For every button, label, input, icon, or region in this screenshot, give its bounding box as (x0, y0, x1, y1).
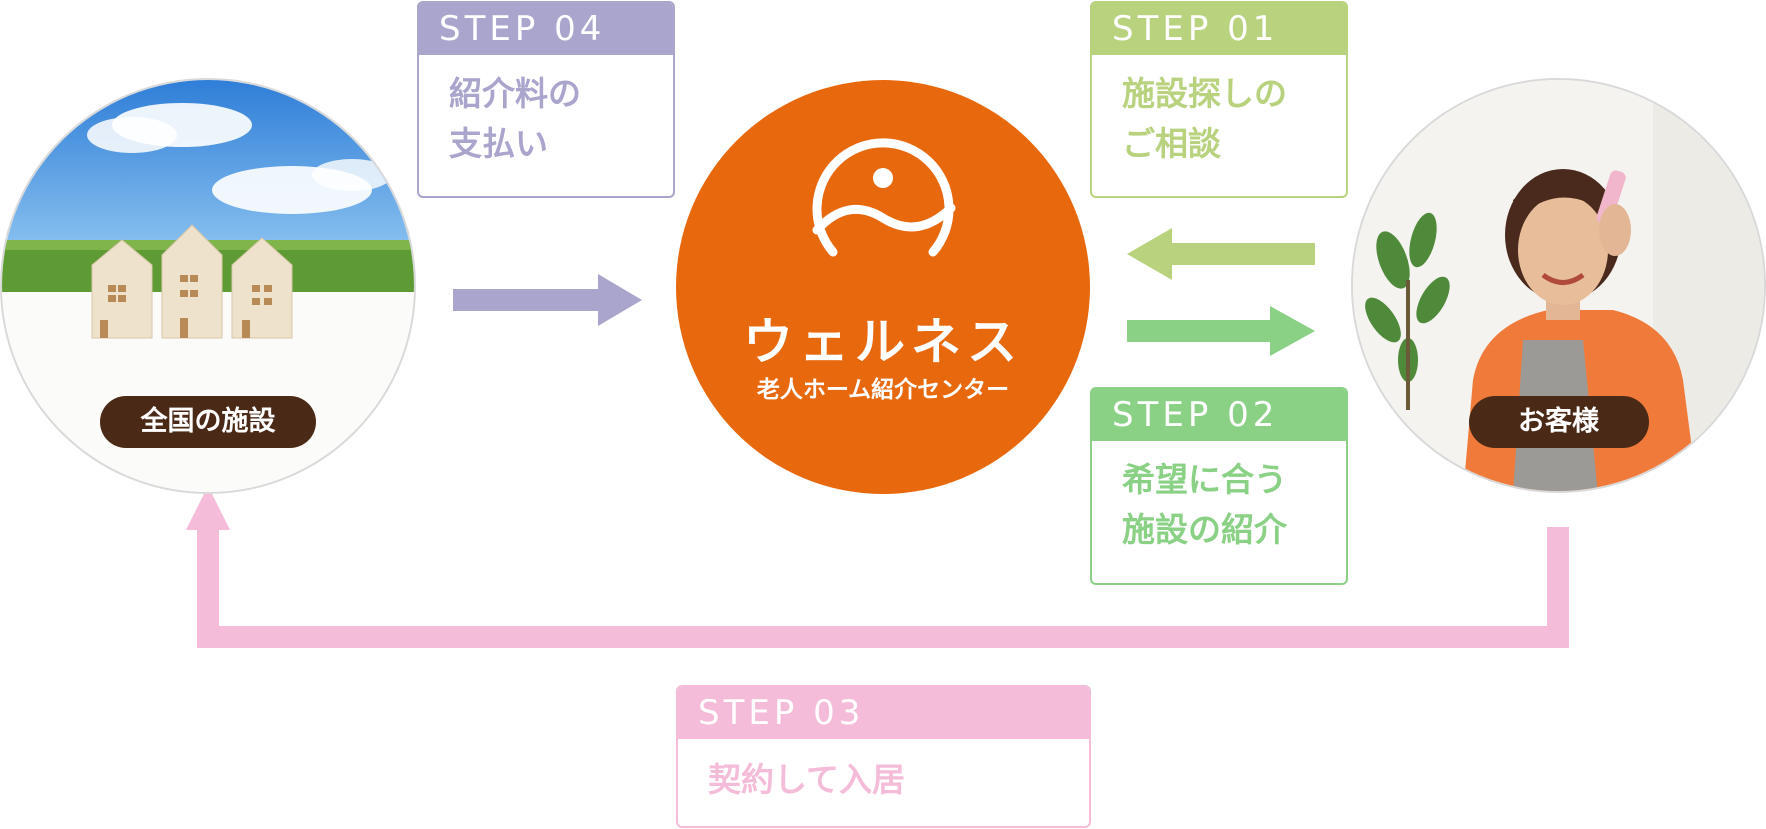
arrow-step01 (1127, 228, 1315, 280)
step02-box: STEP 02 希望に合う 施設の紹介 (1090, 387, 1348, 585)
step02-line2: 施設の紹介 (1122, 510, 1287, 549)
step03-line1: 契約して入居 (708, 760, 906, 799)
brand-subtitle: 老人ホーム紹介センター (756, 377, 1010, 403)
step03-box: STEP 03 契約して入居 (676, 685, 1091, 828)
facilities-label: 全国の施設 (100, 396, 316, 448)
arrow-step04 (453, 274, 642, 326)
step01-heading: STEP 01 (1092, 3, 1346, 55)
wellness-brand-circle: ウェルネス 老人ホーム紹介センター (676, 80, 1090, 494)
wellness-logo-icon (812, 138, 956, 257)
brand-name: ウェルネス (743, 313, 1023, 371)
customer-circle: お客様 (1351, 78, 1766, 493)
arrow-step02 (1127, 306, 1315, 356)
step01-line1: 施設探しの (1122, 74, 1287, 113)
customer-label: お客様 (1468, 396, 1649, 448)
step04-line2: 支払い (449, 124, 548, 163)
step02-line1: 希望に合う (1122, 460, 1287, 499)
step01-box: STEP 01 施設探しの ご相談 (1090, 1, 1348, 198)
step03-heading: STEP 03 (678, 687, 1089, 739)
arrow-step03 (186, 486, 1569, 648)
facilities-circle: 全国の施設 (0, 78, 416, 494)
step04-box: STEP 04 紹介料の 支払い (417, 1, 675, 198)
houses-photo (2, 80, 414, 492)
step04-line1: 紹介料の (449, 74, 581, 113)
step04-heading: STEP 04 (419, 3, 673, 55)
step02-heading: STEP 02 (1092, 389, 1346, 441)
step01-line2: ご相談 (1122, 124, 1221, 163)
